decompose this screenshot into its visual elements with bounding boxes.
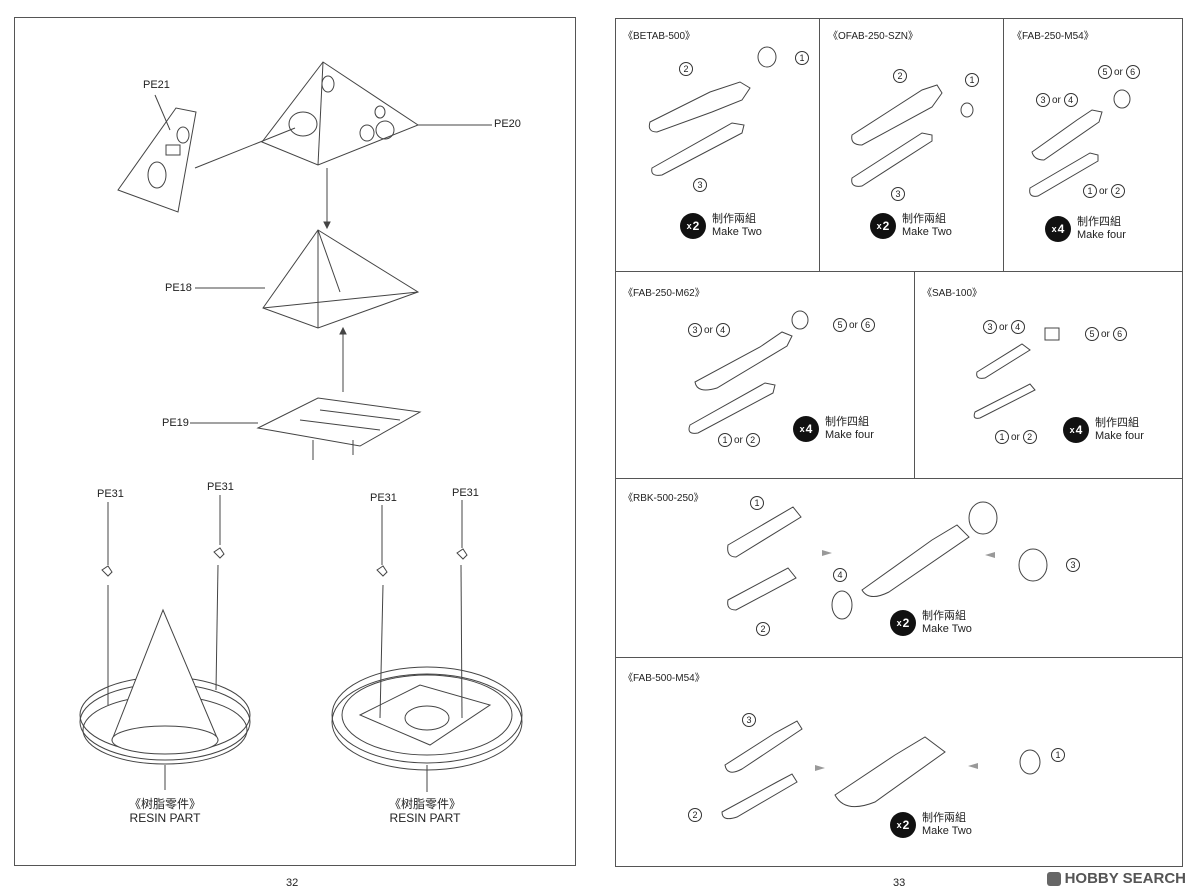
resin-part-caption: 《树脂零件》 RESIN PART	[375, 797, 475, 825]
part-number-2: 2	[688, 808, 702, 822]
left-page-frame	[14, 17, 576, 866]
pe31-label: PE31	[97, 488, 124, 500]
cell-fab500	[615, 657, 1183, 867]
fab-m54-title: 《FAB-250-M54》	[1012, 31, 1094, 42]
pe31-label: PE31	[370, 492, 397, 504]
watermark: HOBBY SEARCH	[1046, 870, 1186, 887]
resin-part-caption: 《树脂零件》 RESIN PART	[115, 797, 215, 825]
part-number-2: 2	[893, 69, 907, 83]
part-number-1: 1	[965, 73, 979, 87]
fab500-title: 《FAB-500-M54》	[623, 673, 705, 684]
resin-caption-cn: 《树脂零件》	[388, 797, 461, 811]
pe31-label: PE31	[207, 481, 234, 493]
pe19-label: PE19	[162, 417, 189, 429]
part-number-4: 4	[833, 568, 847, 582]
pe20-label: PE20	[494, 118, 521, 130]
pe31-label: PE31	[452, 487, 479, 499]
part-number-2: 2	[756, 622, 770, 636]
resin-caption-en: RESIN PART	[129, 811, 201, 825]
part-number-1: 1	[750, 496, 764, 510]
pe19-tray	[256, 397, 422, 447]
part-number-1: 1	[1051, 748, 1065, 762]
page-number-left: 32	[286, 877, 299, 889]
part-number-3: 3	[891, 187, 905, 201]
part-number-3: 3	[1066, 558, 1080, 572]
rbk-title: 《RBK-500-250》	[623, 493, 704, 504]
part-number-1: 1	[795, 51, 809, 65]
resin-caption-en: RESIN PART	[389, 811, 461, 825]
pe21-label: PE21	[143, 79, 170, 91]
fab-m62-title: 《FAB-250-M62》	[623, 288, 705, 299]
page-number-right: 33	[893, 877, 906, 889]
ofab-title: 《OFAB-250-SZN》	[828, 31, 919, 42]
betab-title: 《BETAB-500》	[623, 31, 696, 42]
sab-title: 《SAB-100》	[922, 288, 983, 299]
resin-caption-cn: 《树脂零件》	[128, 797, 201, 811]
part-number-3: 3	[742, 713, 756, 727]
part-number-3: 3	[693, 178, 707, 192]
watermark-logo-icon	[1046, 871, 1061, 886]
pe18-label: PE18	[165, 282, 192, 294]
watermark-text: HOBBY SEARCH	[1064, 870, 1186, 887]
part-number-2: 2	[679, 62, 693, 76]
pe21-plate	[117, 107, 197, 213]
